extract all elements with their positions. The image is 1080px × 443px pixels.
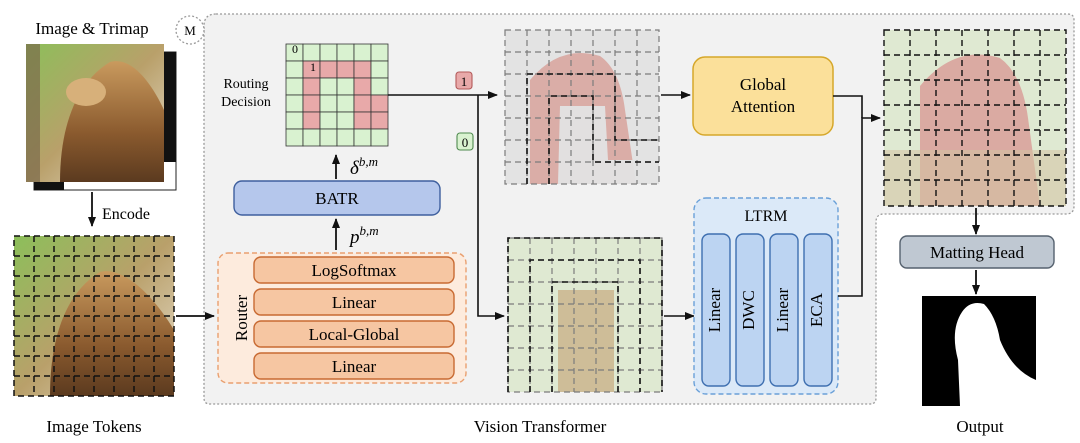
router-label: Router <box>232 295 251 342</box>
svg-text:LogSoftmax: LogSoftmax <box>312 261 397 280</box>
routing-cell-local <box>370 77 389 96</box>
router-layer: LogSoftmax <box>253 256 455 284</box>
global-attention-line1: Global <box>740 75 787 94</box>
router-layer: Linear <box>253 352 455 380</box>
routing-cell-global <box>370 94 389 113</box>
token-map-merged <box>883 29 1067 207</box>
vit-label: Vision Transformer <box>474 417 607 436</box>
routing-grid <box>285 43 389 147</box>
image-tokens <box>13 235 175 397</box>
routing-cell-global <box>302 77 321 96</box>
routing-cell-local <box>336 128 355 147</box>
routing-cell-local <box>336 43 355 62</box>
router-layer: Local-Global <box>253 320 455 348</box>
routing-corner-1: 1 <box>310 60 316 74</box>
m-badge <box>175 15 205 45</box>
routing-cell-local <box>319 94 338 113</box>
route-0-label: 0 <box>462 135 469 150</box>
routing-cell-local <box>285 60 304 79</box>
delta-label: δb,m <box>350 154 378 179</box>
routing-cell-local <box>285 77 304 96</box>
ltrm-layer: ECA <box>803 233 833 387</box>
routing-cell-local <box>319 128 338 147</box>
router-layer: Linear <box>253 288 455 316</box>
routing-cell-local <box>336 111 355 130</box>
routing-cell-local <box>285 111 304 130</box>
routing-cell-global <box>353 77 372 96</box>
token-map-global <box>504 29 660 185</box>
routing-cell-global <box>353 111 372 130</box>
routing-cell-global <box>302 111 321 130</box>
p-label: pb,m <box>348 223 379 248</box>
ltrm-label: LTRM <box>745 208 788 225</box>
routing-cell-local <box>285 128 304 147</box>
routing-cell-global <box>302 94 321 113</box>
merge-line-global <box>833 95 863 118</box>
svg-text:Linear: Linear <box>332 357 377 376</box>
routing-cell-global <box>353 60 372 79</box>
matting-head-label: Matting Head <box>930 243 1024 262</box>
routing-cell-local <box>319 43 338 62</box>
routing-cell-global <box>353 94 372 113</box>
routing-cell-local <box>285 94 304 113</box>
routing-cell-local <box>336 77 355 96</box>
routing-cell-local <box>336 94 355 113</box>
svg-text:Local-Global: Local-Global <box>309 325 400 344</box>
lion-photo <box>26 44 164 182</box>
router-container <box>217 252 467 384</box>
output-label: Output <box>956 417 1004 436</box>
routing-cell-global <box>336 60 355 79</box>
svg-text:DWC: DWC <box>739 290 758 330</box>
ltrm-layer: Linear <box>769 233 799 387</box>
token-map-local <box>507 237 663 393</box>
svg-text:Linear: Linear <box>773 287 792 332</box>
routing-corner-0: 0 <box>292 42 298 56</box>
svg-text:ECA: ECA <box>807 292 826 327</box>
routing-cell-local <box>353 43 372 62</box>
routing-cell-local <box>370 60 389 79</box>
route-0-badge <box>456 132 474 151</box>
matting-head-block <box>899 235 1055 269</box>
routing-cell-local <box>370 128 389 147</box>
route-1-label: 1 <box>461 74 468 89</box>
routing-cell-local <box>302 43 321 62</box>
ltrm-layer: DWC <box>735 233 765 387</box>
routing-label-line1: Routing <box>223 77 268 92</box>
global-attention-block <box>692 56 834 136</box>
global-attention-line2: Attention <box>731 97 796 116</box>
m-badge-label: M <box>184 23 196 38</box>
routing-label-line2: Decision <box>221 95 271 110</box>
routing-cell-global <box>319 60 338 79</box>
route-1-badge <box>455 71 473 90</box>
ltrm-layer: Linear <box>701 233 731 387</box>
routing-cell-local <box>319 77 338 96</box>
merge-line-local <box>838 114 881 297</box>
svg-text:Linear: Linear <box>332 293 377 312</box>
output-matte <box>922 296 1036 406</box>
routing-cell-local <box>302 128 321 147</box>
svg-text:Linear: Linear <box>705 287 724 332</box>
batr-label: BATR <box>315 189 359 208</box>
routing-cell-local <box>319 111 338 130</box>
input-title: Image & Trimap <box>35 19 148 38</box>
routing-cell-local <box>353 128 372 147</box>
batr-block <box>233 180 441 216</box>
route-0-line <box>477 95 505 320</box>
routing-cell-local <box>370 43 389 62</box>
image-tokens-label: Image Tokens <box>46 417 141 436</box>
encode-label: Encode <box>102 206 150 223</box>
routing-cell-global <box>370 111 389 130</box>
